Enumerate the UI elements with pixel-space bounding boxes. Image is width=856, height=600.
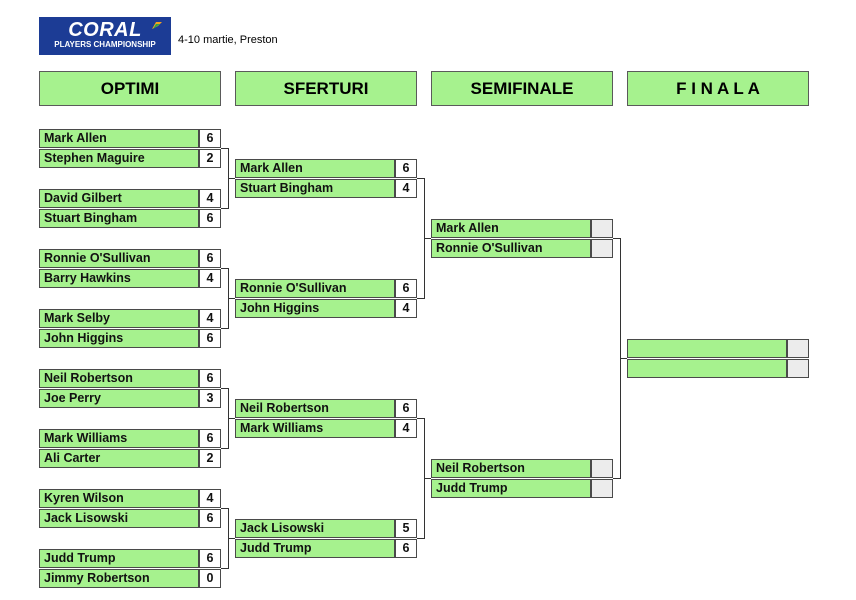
bracket-connector bbox=[221, 448, 228, 449]
logo-event: PLAYERS CHAMPIONSHIP bbox=[54, 40, 156, 49]
player-name: Jack Lisowski bbox=[235, 519, 395, 538]
player-score bbox=[591, 239, 613, 258]
bracket-connector bbox=[417, 298, 424, 299]
player-score bbox=[591, 219, 613, 238]
player-name: Ronnie O'Sullivan bbox=[235, 279, 395, 298]
player-score: 4 bbox=[199, 189, 221, 208]
player-score bbox=[591, 459, 613, 478]
bracket-connector bbox=[221, 328, 228, 329]
player-name: John Higgins bbox=[235, 299, 395, 318]
player-name: Mark Williams bbox=[39, 429, 199, 448]
player-score: 6 bbox=[199, 129, 221, 148]
logo-brand: CORAL bbox=[68, 19, 142, 41]
player-score: 4 bbox=[395, 179, 417, 198]
player-name: Neil Robertson bbox=[39, 369, 199, 388]
player-name: Barry Hawkins bbox=[39, 269, 199, 288]
player-score: 4 bbox=[199, 489, 221, 508]
player-score: 6 bbox=[199, 329, 221, 348]
player-name: Mark Selby bbox=[39, 309, 199, 328]
player-name: Ronnie O'Sullivan bbox=[431, 239, 591, 258]
player-score: 3 bbox=[199, 389, 221, 408]
bracket-connector bbox=[613, 478, 620, 479]
coral-logo: CORAL PLAYERS CHAMPIONSHIP bbox=[39, 17, 171, 55]
player-name: Stuart Bingham bbox=[235, 179, 395, 198]
player-name: Stephen Maguire bbox=[39, 149, 199, 168]
player-score: 6 bbox=[199, 209, 221, 228]
player-name: Jack Lisowski bbox=[39, 509, 199, 528]
round-header-r16: OPTIMI bbox=[39, 71, 221, 106]
bracket-connector bbox=[424, 478, 431, 479]
player-score: 2 bbox=[199, 149, 221, 168]
bracket-connector bbox=[221, 388, 228, 389]
player-score: 0 bbox=[199, 569, 221, 588]
player-name: Neil Robertson bbox=[235, 399, 395, 418]
bracket-connector bbox=[424, 238, 431, 239]
bracket-connector bbox=[417, 418, 424, 419]
player-name: Joe Perry bbox=[39, 389, 199, 408]
player-score: 2 bbox=[199, 449, 221, 468]
player-score: 6 bbox=[199, 509, 221, 528]
bracket-connector bbox=[417, 538, 424, 539]
player-score bbox=[591, 479, 613, 498]
bracket-connector bbox=[221, 208, 228, 209]
bracket-connector bbox=[228, 298, 235, 299]
player-name: Mark Williams bbox=[235, 419, 395, 438]
player-name: Mark Allen bbox=[39, 129, 199, 148]
player-name: John Higgins bbox=[39, 329, 199, 348]
player-name bbox=[627, 359, 787, 378]
player-score: 6 bbox=[395, 539, 417, 558]
player-name: Neil Robertson bbox=[431, 459, 591, 478]
player-score: 6 bbox=[199, 549, 221, 568]
player-score: 5 bbox=[395, 519, 417, 538]
player-name: Judd Trump bbox=[39, 549, 199, 568]
bracket-connector bbox=[221, 268, 228, 269]
player-score: 6 bbox=[395, 159, 417, 178]
player-score: 6 bbox=[395, 279, 417, 298]
bracket-connector bbox=[221, 148, 228, 149]
player-name: Jimmy Robertson bbox=[39, 569, 199, 588]
player-score: 6 bbox=[199, 429, 221, 448]
player-score: 4 bbox=[199, 309, 221, 328]
player-score bbox=[787, 359, 809, 378]
player-score: 4 bbox=[199, 269, 221, 288]
round-header-sf: SEMIFINALE bbox=[431, 71, 613, 106]
player-name: Kyren Wilson bbox=[39, 489, 199, 508]
bracket-connector bbox=[221, 508, 228, 509]
logo-flag-icon bbox=[152, 22, 162, 29]
event-subtitle: 4-10 martie, Preston bbox=[178, 34, 278, 46]
bracket-connector bbox=[417, 178, 424, 179]
player-name: Ronnie O'Sullivan bbox=[39, 249, 199, 268]
player-name: David Gilbert bbox=[39, 189, 199, 208]
player-name: Stuart Bingham bbox=[39, 209, 199, 228]
bracket-connector bbox=[620, 358, 627, 359]
player-score bbox=[787, 339, 809, 358]
player-name: Judd Trump bbox=[431, 479, 591, 498]
player-name bbox=[627, 339, 787, 358]
player-score: 6 bbox=[199, 369, 221, 388]
player-name: Mark Allen bbox=[431, 219, 591, 238]
player-score: 6 bbox=[199, 249, 221, 268]
player-score: 4 bbox=[395, 299, 417, 318]
bracket-connector bbox=[228, 178, 235, 179]
player-name: Judd Trump bbox=[235, 539, 395, 558]
bracket-connector bbox=[613, 238, 620, 239]
player-name: Mark Allen bbox=[235, 159, 395, 178]
player-name: Ali Carter bbox=[39, 449, 199, 468]
player-score: 6 bbox=[395, 399, 417, 418]
bracket-connector bbox=[221, 568, 228, 569]
player-score: 4 bbox=[395, 419, 417, 438]
bracket-connector bbox=[228, 418, 235, 419]
round-header-qf: SFERTURI bbox=[235, 71, 417, 106]
round-header-final: F I N A L A bbox=[627, 71, 809, 106]
bracket-connector bbox=[228, 538, 235, 539]
